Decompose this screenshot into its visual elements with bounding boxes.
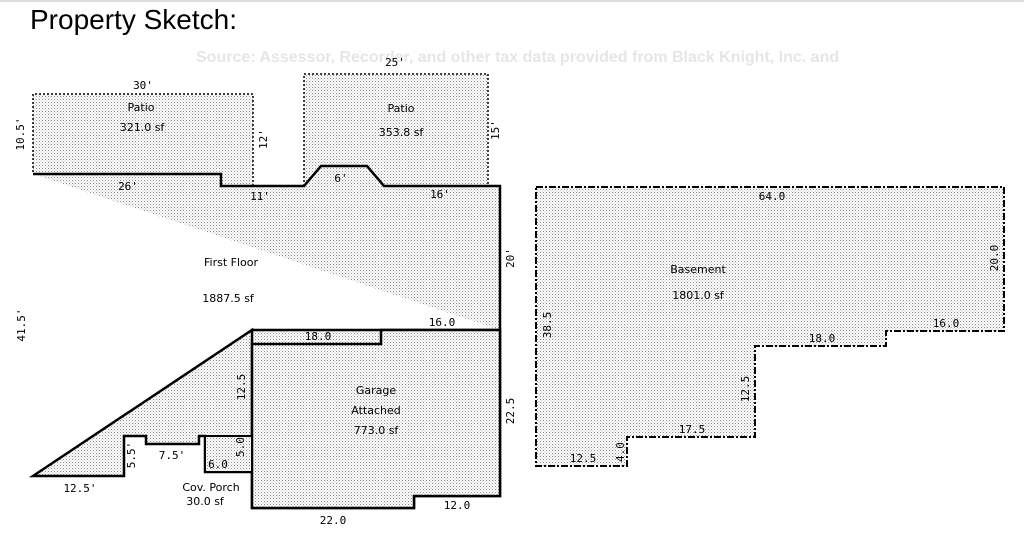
page-title: Property Sketch: xyxy=(30,4,237,35)
dim-patio-left-left: 10.5' xyxy=(14,117,27,150)
garage-area: 773.0 sf xyxy=(354,424,400,437)
dim-bs-bottom-mid: 17.5 xyxy=(679,423,706,436)
dim-bs-right: 20.0 xyxy=(988,245,1001,272)
dim-garage-top: 18.0 xyxy=(305,330,332,343)
dim-patio-left-right: 12' xyxy=(257,129,270,149)
garage-label-1: Garage xyxy=(356,384,397,397)
dim-ff-top-left: 26' xyxy=(118,180,138,193)
dim-bs-step-right: 16.0 xyxy=(933,317,960,330)
patio-left-area: 321.0 sf xyxy=(120,121,166,134)
source-watermark: Source: Assessor, Recorder, and other ta… xyxy=(196,49,840,66)
dim-ff-bay: 6' xyxy=(334,172,347,185)
dim-porch-h: 5.0 xyxy=(234,437,247,457)
dim-garage-bottom: 22.0 xyxy=(320,514,347,527)
dim-ff-bottom: 12.5' xyxy=(63,482,96,495)
dim-porch-w: 6.0 xyxy=(208,458,228,471)
first-floor-label: First Floor xyxy=(204,256,258,269)
dim-patio-right-right: 15' xyxy=(489,120,502,140)
garage-outline xyxy=(250,328,502,510)
dim-patio-left-top: 30' xyxy=(133,79,153,92)
patio-right-outline xyxy=(303,73,489,186)
dim-bs-top: 64.0 xyxy=(759,190,786,203)
dim-ff-top-mid: 11' xyxy=(250,190,270,203)
dim-garage-top-right: 16.0 xyxy=(429,316,456,329)
dim-bs-left: 38.5 xyxy=(541,312,554,339)
top-border-line xyxy=(0,0,1024,2)
first-floor-area: 1887.5 sf xyxy=(202,292,255,305)
porch-label: Cov. Porch xyxy=(182,481,239,494)
dim-bs-small-v: 4.0 xyxy=(614,442,627,462)
basement-label: Basement xyxy=(670,263,726,276)
dim-ff-notch-v: 5.5' xyxy=(125,442,138,469)
dim-garage-left: 12.5 xyxy=(235,374,248,401)
patio-left-label: Patio xyxy=(128,101,155,114)
dim-garage-bottom-right: 12.0 xyxy=(444,499,471,512)
patio-right-area: 353.8 sf xyxy=(379,126,425,139)
basement-outline xyxy=(535,186,1005,467)
dim-ff-notch-h: 7.5' xyxy=(159,449,186,462)
dim-ff-left: 41.5' xyxy=(15,308,28,341)
porch-outline xyxy=(204,435,253,473)
dim-bs-step-v: 12.5 xyxy=(739,376,752,403)
garage-label-2: Attached xyxy=(351,404,400,417)
patio-left-outline xyxy=(32,93,254,186)
dim-bs-bottom: 12.5 xyxy=(570,452,597,465)
patio-right-label: Patio xyxy=(388,102,415,115)
dim-ff-top-right: 16' xyxy=(430,188,450,201)
basement-area: 1801.0 sf xyxy=(672,289,725,302)
dim-bs-step-mid: 18.0 xyxy=(809,332,836,345)
dim-ff-right: 20' xyxy=(504,248,517,268)
porch-area: 30.0 sf xyxy=(186,495,225,508)
dim-patio-right-top: 25' xyxy=(385,56,405,69)
dim-garage-right: 22.5 xyxy=(504,398,517,425)
